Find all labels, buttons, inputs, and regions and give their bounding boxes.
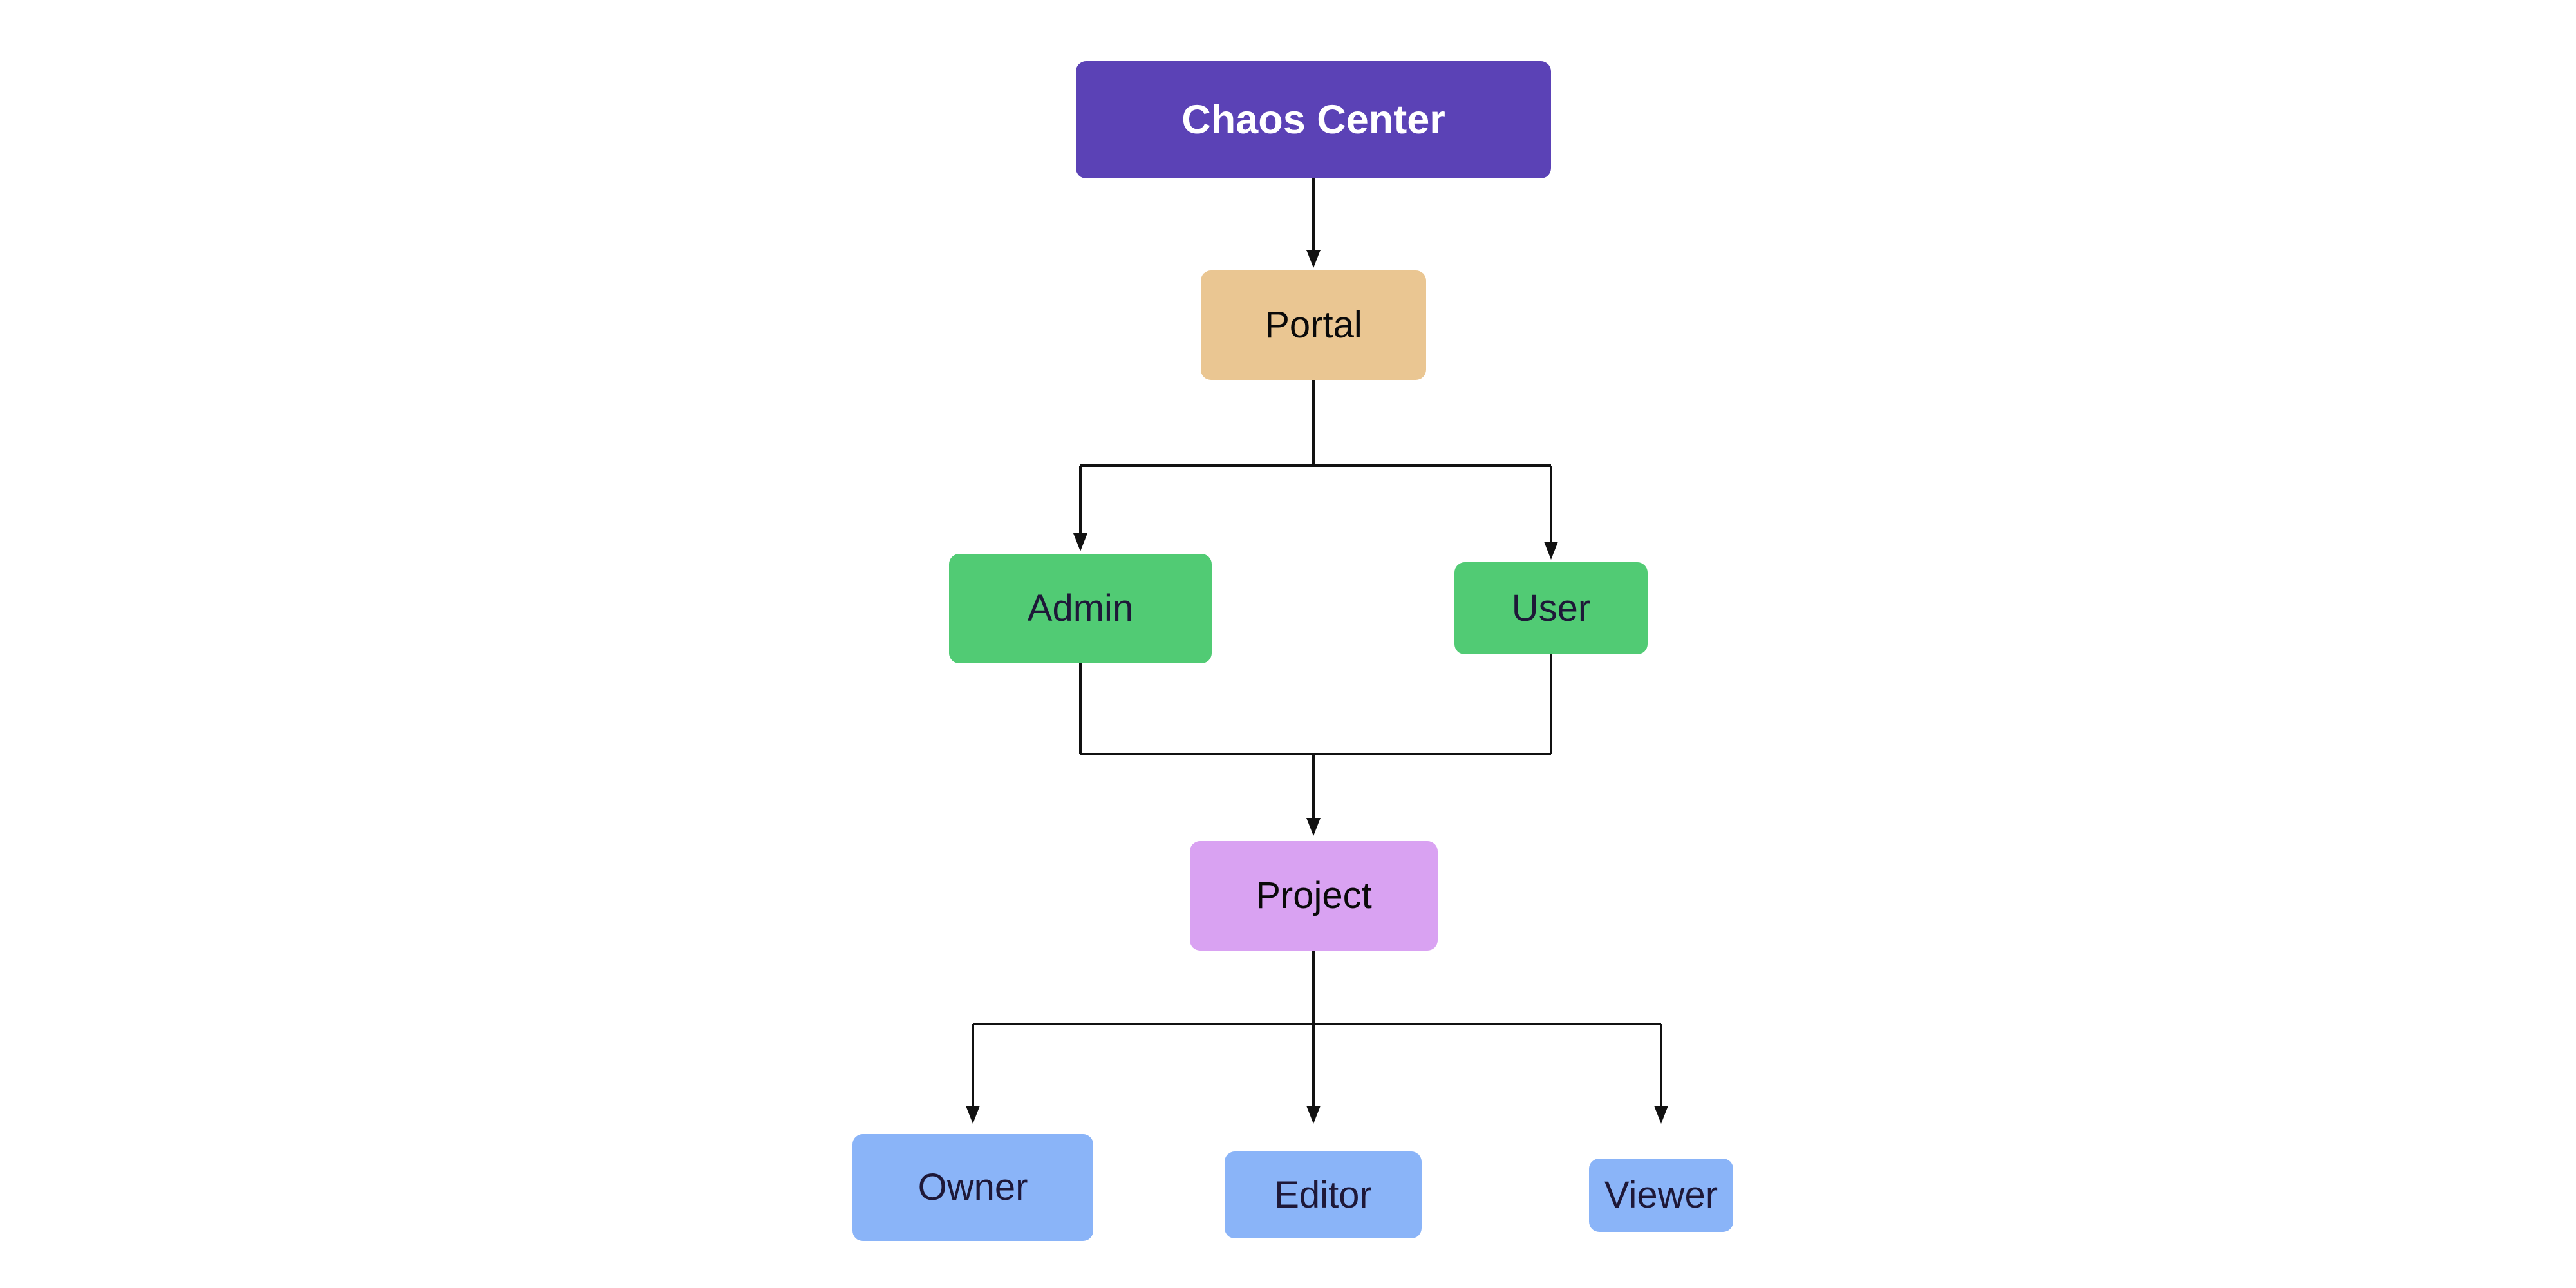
edge-merge-to-project xyxy=(1079,654,1552,818)
edge-project-split xyxy=(972,951,1662,1106)
node-admin-label: Admin xyxy=(1027,587,1134,629)
edge-portal-split xyxy=(1079,380,1552,543)
node-owner: Owner xyxy=(852,1134,1093,1241)
node-viewer-label: Viewer xyxy=(1604,1174,1718,1216)
arrowheads xyxy=(966,250,1668,1124)
node-viewer: Viewer xyxy=(1589,1159,1733,1232)
node-user-label: User xyxy=(1511,587,1591,629)
node-portal-label: Portal xyxy=(1264,304,1362,346)
node-editor: Editor xyxy=(1225,1151,1422,1238)
node-portal: Portal xyxy=(1201,270,1426,380)
node-chaos-center: Chaos Center xyxy=(1076,61,1551,178)
node-user: User xyxy=(1454,562,1648,654)
node-project: Project xyxy=(1190,841,1438,951)
node-admin: Admin xyxy=(949,554,1212,663)
node-project-label: Project xyxy=(1255,875,1372,916)
node-owner-label: Owner xyxy=(917,1166,1028,1208)
node-editor-label: Editor xyxy=(1274,1173,1372,1216)
node-chaos-center-label: Chaos Center xyxy=(1181,97,1445,142)
